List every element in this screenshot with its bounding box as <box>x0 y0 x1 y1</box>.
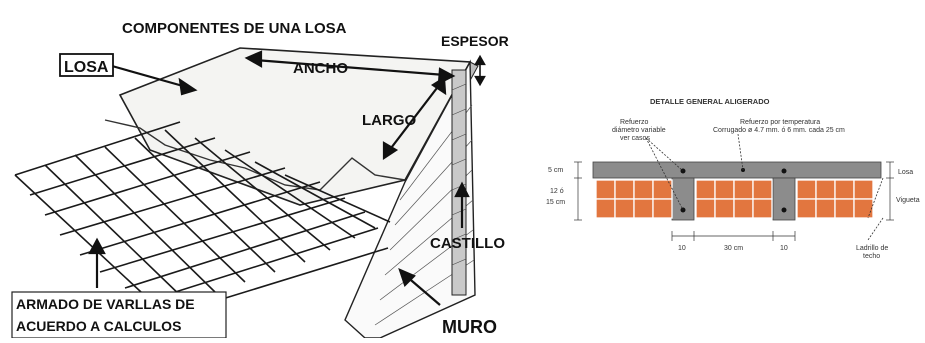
brick-block-3 <box>796 179 874 219</box>
losa-label: LOSA <box>64 59 109 76</box>
brick-block-1 <box>595 179 673 219</box>
dim-5cm: 5 cm <box>548 167 563 174</box>
armado-label-box <box>11 291 227 339</box>
bottom-dimensions <box>671 231 796 241</box>
refuerzo-temp-line1: Refuerzo por temperatura <box>740 119 820 126</box>
slab-components-sketch: COMPONENTES DE UNA LOSA LOSA ANCHO ESPES… <box>11 20 509 339</box>
dim-10-left: 10 <box>678 245 686 252</box>
losa-label-box <box>59 53 114 77</box>
muro-label: MURO <box>442 317 497 337</box>
section-title: DETALLE GENERAL ALIGERADO <box>650 97 770 106</box>
castillo-hatch <box>451 83 467 266</box>
refuerzo-diametro-line3: ver casos <box>620 135 650 142</box>
aligerado-section-detail: DETALLE GENERAL ALIGERADO <box>538 78 925 278</box>
ancho-label: ANCHO <box>293 60 348 77</box>
refuerzo-temp-line2: Corrugado ø 4.7 mm. ó 6 mm. cada 25 cm <box>713 127 845 134</box>
armado-label-line2: ACUERDO A CALCULOS <box>16 318 181 334</box>
joist-right <box>772 177 796 221</box>
refuerzo-diametro-line2: diámetro variable <box>612 127 666 134</box>
label-ladrillo-line2: techo <box>863 253 880 260</box>
dim-30cm: 30 cm <box>724 245 743 252</box>
joist-left <box>671 177 695 221</box>
largo-label: LARGO <box>362 112 416 129</box>
brick-block-2 <box>695 179 773 219</box>
refuerzo-diametro-line1: Refuerzo <box>620 119 649 126</box>
armado-label-line1: ARMADO DE VARLLAS DE <box>16 296 195 312</box>
leader-lines <box>645 133 884 241</box>
arrows <box>88 50 486 306</box>
espesor-label: ESPESOR <box>441 33 509 49</box>
section-svg: DETALLE GENERAL ALIGERADO <box>546 97 920 260</box>
label-vigueta: Vigueta <box>896 197 920 204</box>
label-ladrillo-line1: Ladrillo de <box>856 245 888 252</box>
right-dimensions <box>886 161 894 221</box>
castillo-label: CASTILLO <box>430 235 505 252</box>
section-slab <box>592 161 882 179</box>
diagram-title: COMPONENTES DE UNA LOSA <box>122 20 347 37</box>
left-dimensions <box>574 161 582 221</box>
dim-15cm: 15 cm <box>546 199 565 206</box>
dim-12: 12 ó <box>550 188 564 195</box>
castillo-column <box>451 69 467 296</box>
label-losa: Losa <box>898 169 913 176</box>
slab-sketch-svg: COMPONENTES DE UNA LOSA LOSA ANCHO ESPES… <box>11 20 509 339</box>
dim-10-right: 10 <box>780 245 788 252</box>
